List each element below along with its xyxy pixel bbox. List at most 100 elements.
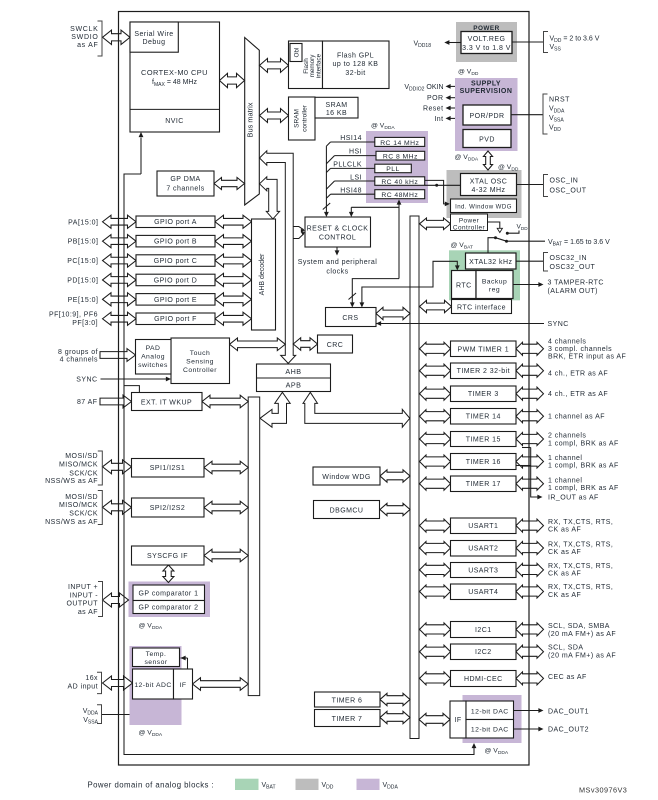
svg-text:CONTROL: CONTROL	[319, 234, 356, 241]
svg-text:VDDA​: VDDA​	[383, 782, 399, 791]
svg-text:VOLT.REG: VOLT.REG	[468, 36, 506, 43]
svg-text:TIMER 6: TIMER 6	[332, 698, 363, 705]
svg-text:GPIO port E: GPIO port E	[154, 297, 197, 304]
svg-text:OSC32_IN: OSC32_IN	[550, 255, 587, 262]
svg-text:IF: IF	[454, 717, 461, 724]
svg-text:I2C2: I2C2	[475, 649, 492, 656]
svg-text:CK as AF: CK as AF	[548, 592, 581, 599]
svg-text:32-bit: 32-bit	[345, 70, 365, 77]
svg-text:2 channels: 2 channels	[548, 433, 586, 440]
svg-text:@ VDD​: @ VDD​	[498, 164, 519, 173]
svg-text:SYNC: SYNC	[548, 321, 569, 328]
svg-text:3.3 V to 1.8 V: 3.3 V to 1.8 V	[462, 45, 511, 52]
svg-text:PVD: PVD	[479, 137, 495, 144]
svg-text:VBAT​: VBAT​	[262, 782, 276, 791]
svg-text:16x: 16x	[85, 675, 98, 682]
svg-text:SCL, SDA, SMBA: SCL, SDA, SMBA	[548, 623, 610, 630]
svg-text:Power domain of analog blocks: Power domain of analog blocks :	[88, 780, 215, 789]
svg-text:DBGMCU: DBGMCU	[330, 508, 364, 515]
svg-text:SUPERVISION: SUPERVISION	[460, 88, 513, 95]
svg-text:OSC32_OUT: OSC32_OUT	[550, 264, 596, 271]
svg-text:Controller: Controller	[183, 367, 217, 374]
svg-text:Ind. Window WDG: Ind. Window WDG	[455, 204, 512, 211]
svg-text:RX, TX,CTS, RTS,: RX, TX,CTS, RTS,	[548, 563, 613, 570]
svg-text:MISO/MCK: MISO/MCK	[59, 502, 98, 509]
svg-text:Window WDG: Window WDG	[322, 474, 370, 481]
svg-text:RX, TX,CTS, RTS,: RX, TX,CTS, RTS,	[548, 541, 613, 548]
svg-text:@ VDDA​: @ VDDA​	[455, 154, 479, 163]
svg-text:System and peripheral: System and peripheral	[298, 259, 378, 266]
svg-text:VDDA​: VDDA​	[549, 106, 565, 115]
svg-text:87 AF: 87 AF	[77, 399, 98, 406]
svg-text:RTC interface: RTC interface	[457, 305, 506, 312]
svg-text:fMAX​ = 48 MHz: fMAX​ = 48 MHz	[152, 79, 197, 88]
svg-text:RC 40 kHz: RC 40 kHz	[381, 179, 418, 186]
svg-text:Obl: Obl	[294, 48, 301, 58]
svg-text:PE[15:0]: PE[15:0]	[68, 297, 99, 304]
svg-text:HDMI-CEC: HDMI-CEC	[464, 676, 503, 683]
svg-text:SWDIO: SWDIO	[71, 34, 98, 41]
svg-text:VDD​ = 2 to 3.6 V: VDD​ = 2 to 3.6 V	[550, 36, 600, 45]
svg-text:sensor: sensor	[144, 659, 167, 666]
svg-text:@ VDDA​: @ VDDA​	[371, 123, 395, 132]
svg-text:CORTEX-M0 CPU: CORTEX-M0 CPU	[141, 68, 208, 77]
svg-text:NSS/WS as AF: NSS/WS as AF	[45, 519, 98, 526]
svg-text:SWCLK: SWCLK	[70, 26, 98, 33]
svg-text:NVIC: NVIC	[165, 118, 184, 125]
svg-text:RESET & CLOCK: RESET & CLOCK	[307, 225, 369, 232]
svg-text:Temp.: Temp.	[146, 651, 167, 658]
svg-text:clocks: clocks	[326, 268, 348, 275]
svg-text:SCK/CK: SCK/CK	[69, 510, 98, 517]
svg-text:CRS: CRS	[342, 315, 358, 322]
svg-text:1 compl, BRK as AF: 1 compl, BRK as AF	[548, 463, 619, 470]
svg-text:CEC as AF: CEC as AF	[548, 674, 587, 681]
svg-text:LSI: LSI	[350, 174, 362, 181]
svg-text:as AF: as AF	[78, 609, 98, 616]
svg-text:TIMER 2 32-bit: TIMER 2 32-bit	[457, 368, 510, 375]
svg-text:memory: memory	[309, 54, 316, 78]
svg-text:PWM TIMER 1: PWM TIMER 1	[458, 346, 510, 353]
svg-text:AHB: AHB	[285, 367, 301, 376]
svg-text:@ VDDA​: @ VDDA​	[485, 748, 509, 757]
svg-text:IF: IF	[180, 682, 187, 689]
svg-text:PF[10:9], PF6: PF[10:9], PF6	[49, 312, 98, 319]
svg-text:1 compl, BRK as AF: 1 compl, BRK as AF	[548, 485, 619, 492]
svg-text:CK as AF: CK as AF	[548, 527, 581, 534]
svg-text:RX, TX,CTS, RTS,: RX, TX,CTS, RTS,	[548, 519, 613, 526]
svg-text:Bus matrix: Bus matrix	[245, 102, 254, 137]
svg-text:Power: Power	[459, 217, 480, 224]
svg-text:4 channels: 4 channels	[60, 357, 98, 364]
svg-text:Flash GPL: Flash GPL	[337, 53, 374, 60]
svg-text:7 channels: 7 channels	[166, 186, 204, 193]
svg-text:SPI1/I2S1: SPI1/I2S1	[150, 465, 186, 472]
svg-text:MOSI/SD: MOSI/SD	[65, 453, 98, 460]
svg-text:CK as AF: CK as AF	[548, 549, 581, 556]
svg-text:TIMER 14: TIMER 14	[466, 414, 501, 421]
svg-text:NSS/WS as AF: NSS/WS as AF	[45, 478, 98, 485]
svg-text:DAC_OUT1: DAC_OUT1	[548, 708, 589, 715]
svg-text:OUTPUT: OUTPUT	[67, 600, 99, 607]
svg-text:4 ch., ETR as AF: 4 ch., ETR as AF	[548, 370, 608, 377]
svg-text:PLL: PLL	[386, 166, 399, 173]
svg-text:GP comparator 2: GP comparator 2	[139, 605, 199, 612]
svg-text:RC 8 MHz: RC 8 MHz	[383, 153, 418, 160]
svg-text:USART3: USART3	[468, 567, 498, 574]
svg-text:4 channels: 4 channels	[548, 338, 586, 345]
svg-text:16 KB: 16 KB	[326, 110, 347, 117]
svg-text:VDD​: VDD​	[549, 125, 561, 134]
svg-text:3 TAMPER-RTC: 3 TAMPER-RTC	[548, 280, 604, 287]
svg-text:VSSA​: VSSA​	[549, 115, 564, 124]
svg-text:DAC_OUT2: DAC_OUT2	[548, 726, 589, 733]
svg-text:RC 48MHz: RC 48MHz	[381, 192, 418, 199]
svg-text:VSSA​: VSSA​	[83, 717, 98, 726]
svg-text:SYNC: SYNC	[76, 376, 97, 383]
svg-text:8 groups of: 8 groups of	[58, 349, 98, 356]
svg-text:USART2: USART2	[468, 546, 498, 553]
svg-text:HSI: HSI	[349, 148, 362, 155]
svg-text:GPIO port D: GPIO port D	[154, 277, 197, 284]
svg-text:RC 14 MHz: RC 14 MHz	[380, 140, 419, 147]
svg-text:Debug: Debug	[143, 39, 166, 46]
svg-text:PAD: PAD	[146, 345, 161, 352]
svg-text:SRAM: SRAM	[325, 102, 347, 109]
svg-text:TIMER 17: TIMER 17	[466, 481, 501, 488]
